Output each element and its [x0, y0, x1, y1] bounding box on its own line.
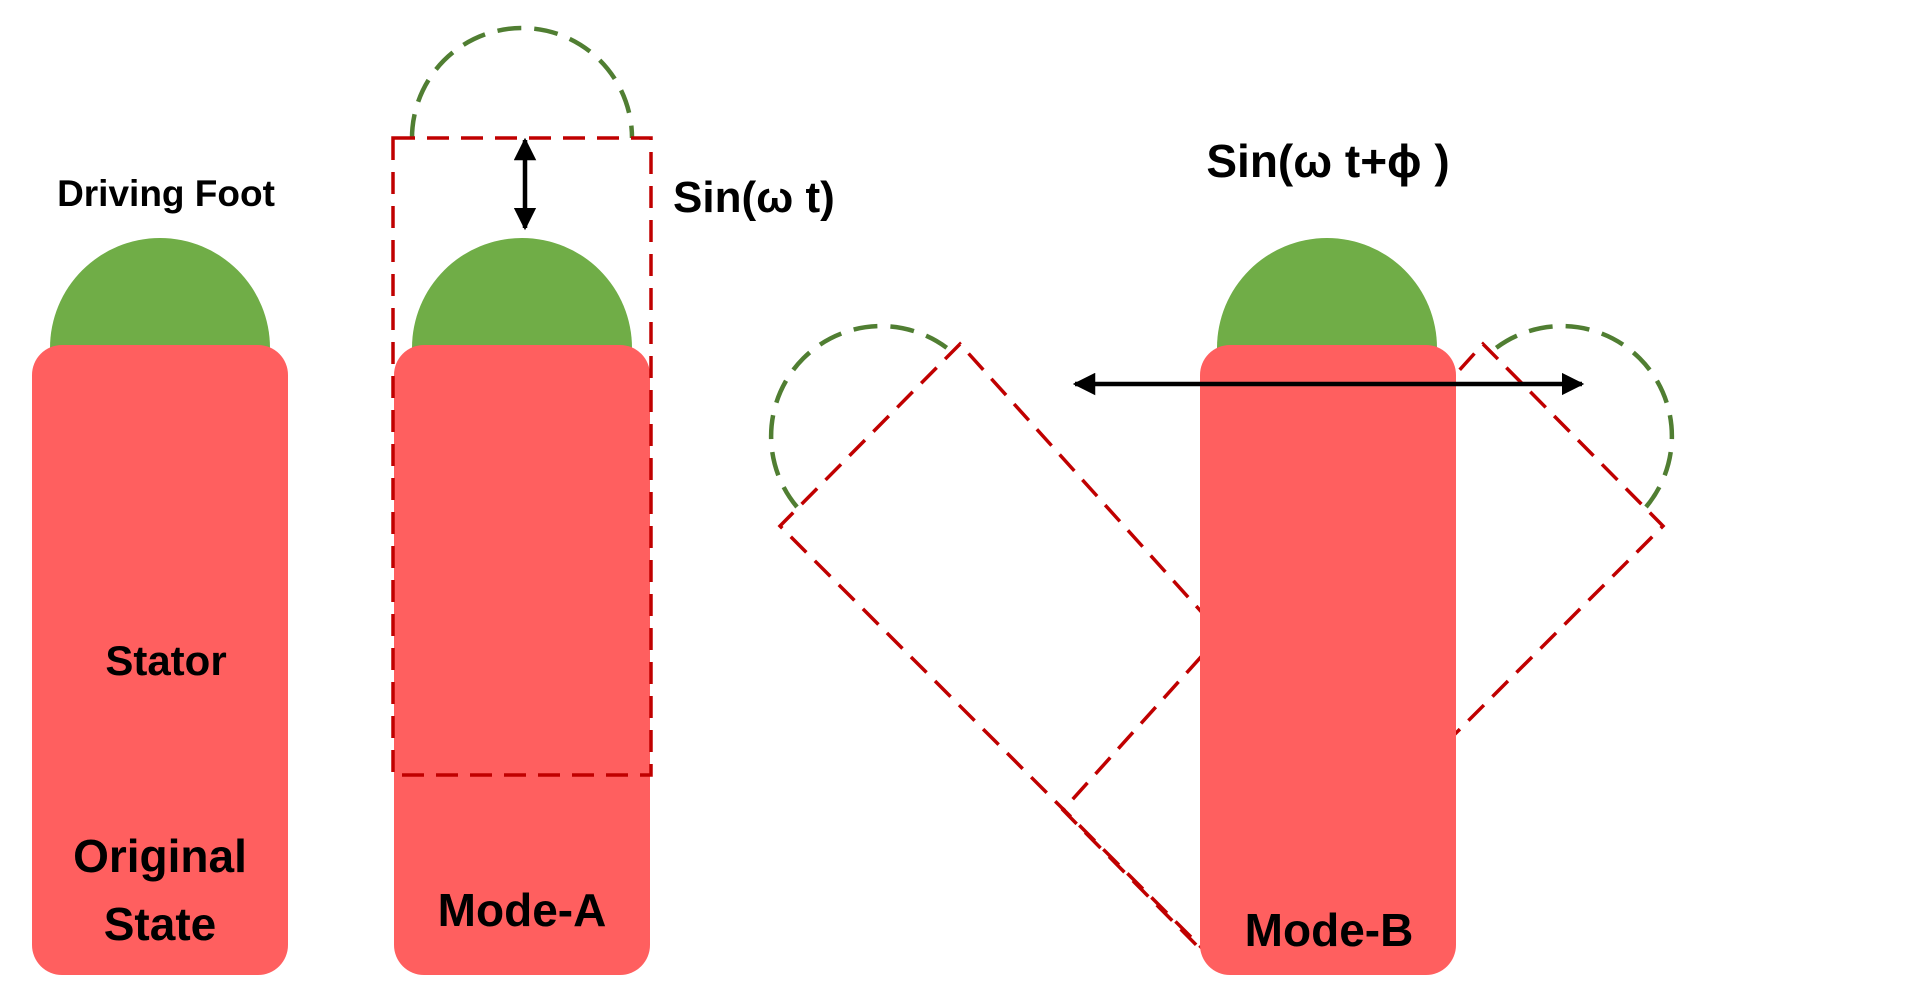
mode-b-right-tilted-outline: [1060, 341, 1666, 972]
mode-a-group: Sin(ω t) Mode-A: [391, 25, 835, 975]
driving-foot-mode-b: [1217, 238, 1437, 348]
driving-foot-mode-a: [412, 238, 632, 348]
original-state-group: Driving Foot Stator Original State: [32, 173, 288, 975]
mode-a-dashed-outline: [391, 136, 653, 777]
driving-foot-mode-a-ghost: [409, 25, 635, 139]
driving-foot-mode-b-left-ghost: [768, 323, 954, 509]
stator-mode-b: [1200, 345, 1456, 975]
mode-b-group: Sin(ω t+ϕ ) Mode-B: [768, 135, 1675, 975]
driving-foot-label: Driving Foot: [57, 173, 275, 214]
sin-wt-phi-label: Sin(ω t+ϕ ): [1206, 135, 1449, 187]
sin-wt-label: Sin(ω t): [673, 173, 835, 222]
driving-foot-mode-b-right-ghost: [1489, 323, 1675, 509]
original-state-label-line1: Original: [73, 830, 247, 882]
original-state-label-line2: State: [104, 898, 216, 950]
stator-original: [32, 345, 288, 975]
driving-foot-original: [50, 238, 270, 348]
mode-a-label: Mode-A: [438, 884, 607, 936]
mode-b-label: Mode-B: [1245, 904, 1414, 956]
stator-mode-a: [394, 345, 650, 975]
stator-label: Stator: [105, 637, 226, 684]
